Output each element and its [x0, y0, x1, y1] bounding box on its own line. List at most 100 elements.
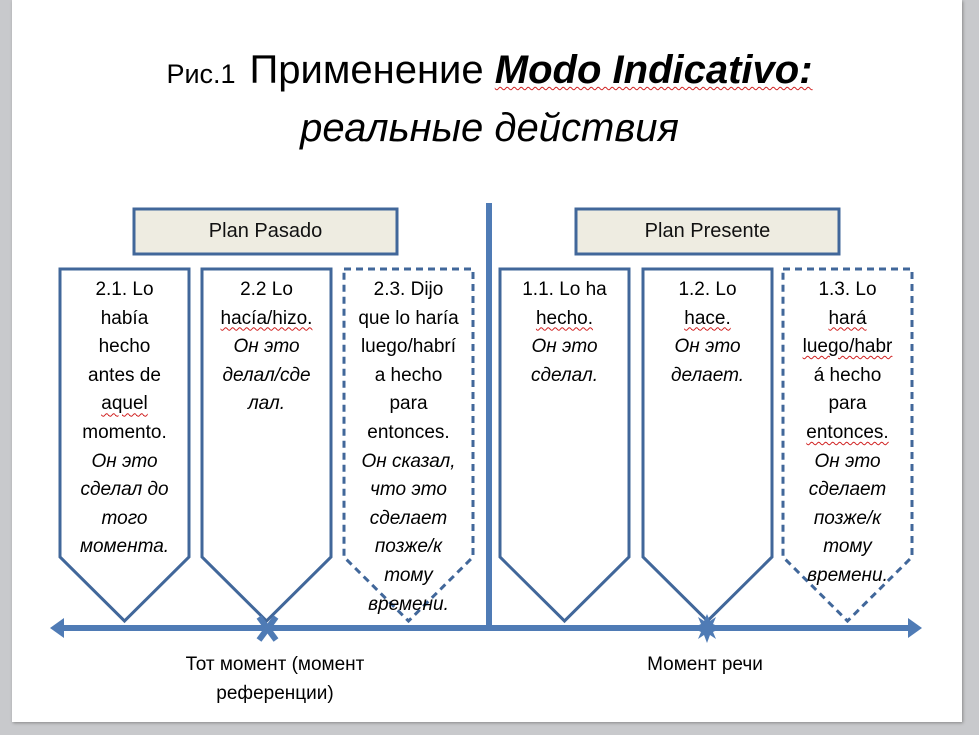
header-label: Plan Presente	[644, 220, 771, 242]
box-line-row: para	[783, 390, 912, 419]
box-line-row: Он это	[500, 333, 629, 362]
box-text-2-3: 2.3. Dijo que lo haría luego/habrí a hecho p…	[344, 276, 473, 619]
box-line: тому	[823, 536, 872, 558]
box-line: aquel	[101, 393, 148, 415]
box-line-row: luego/habrí	[344, 333, 473, 362]
box-line-row: momento.	[60, 419, 189, 448]
reference-moment-line: Тот момент (момент	[185, 654, 365, 675]
box-line-row: Он сказал,	[344, 448, 473, 477]
box-line-row: Он это	[643, 333, 772, 362]
box-line: luego/habrí	[360, 336, 457, 358]
box-line-row: 1.1. Lo ha	[500, 276, 629, 305]
box-line: времени.	[368, 593, 449, 615]
box-line-row: hecho	[60, 333, 189, 362]
box-line: Он это	[674, 336, 741, 358]
box-line-row: aquel	[60, 390, 189, 419]
arrow-box-1-2	[641, 267, 774, 624]
box-line-row: 1.2. Lo	[643, 276, 772, 305]
box-line: 2.1. Lo	[95, 279, 154, 300]
box-line: Он это	[91, 450, 158, 472]
box-line-row: времени.	[783, 562, 912, 591]
box-line-row: делает.	[643, 362, 772, 391]
box-line-row: 1.3. Lo	[783, 276, 912, 305]
arrow-box-2-1	[58, 267, 191, 624]
box-line: hecho.	[535, 307, 594, 329]
box-line: luego/habr	[802, 336, 893, 358]
box-line: Он сказал,	[361, 450, 456, 472]
box-line: 2.3. Dijo	[373, 279, 444, 300]
box-line: тому	[384, 564, 433, 586]
box-line-row: сделает	[344, 505, 473, 534]
box-line: había	[100, 307, 149, 329]
box-line: hacía/hizo.	[220, 307, 313, 329]
box-line-row: hace.	[643, 305, 772, 334]
header-plan-pasado: Plan Pasado	[134, 209, 397, 254]
box-line-row: hecho.	[500, 305, 629, 334]
box-line: a hecho	[374, 364, 443, 386]
arrow-box-2-2	[200, 267, 333, 624]
header-plan-presente: Plan Presente	[576, 209, 839, 254]
header-box-present	[574, 207, 841, 256]
box-line: времени.	[807, 564, 888, 586]
box-line-row: момента.	[60, 533, 189, 562]
box-line-row: 2.2 Lo	[202, 276, 331, 305]
slide-title: Рис.1 Применение Modo Indicativo:	[0, 48, 979, 93]
box-line: позже/к	[813, 507, 882, 529]
box-line-row: сделал до	[60, 476, 189, 505]
box-line: hecho	[98, 336, 151, 358]
box-line: позже/к	[374, 536, 443, 558]
box-line: сделал.	[530, 364, 598, 386]
box-line-row: сделает	[783, 476, 912, 505]
box-line: сделал до	[80, 479, 169, 501]
box-line: сделает	[369, 507, 448, 529]
reference-moment-label: Тот момент (момент референции)	[150, 650, 400, 708]
box-line: 2.2 Lo	[240, 279, 293, 300]
box-line-row: позже/к	[783, 505, 912, 534]
box-line-row: a hecho	[344, 362, 473, 391]
box-line: para	[389, 393, 428, 415]
box-line: entonces.	[806, 421, 889, 443]
box-line: Он это	[531, 336, 598, 358]
figure-label: Рис.1	[166, 59, 236, 89]
box-line-row: á hecho	[783, 362, 912, 391]
box-line: что это	[370, 479, 447, 501]
star-marker-icon	[693, 614, 721, 643]
box-line-row: лал.	[202, 390, 331, 419]
box-line: á hecho	[813, 364, 882, 386]
box-line-row: тому	[344, 562, 473, 591]
box-line-row: 2.1. Lo	[60, 276, 189, 305]
box-line: momento.	[82, 421, 167, 443]
box-line-row: что это	[344, 476, 473, 505]
box-line: 1.2. Lo	[678, 279, 737, 300]
box-line-row: para	[344, 390, 473, 419]
box-line: делал/сде	[222, 364, 311, 386]
arrow-box-2-3	[342, 267, 475, 624]
box-line: делает.	[671, 364, 744, 386]
box-line: лал.	[247, 393, 286, 415]
box-line-row: antes de	[60, 362, 189, 391]
box-line-row: entonces.	[783, 419, 912, 448]
box-line-row: entonces.	[344, 419, 473, 448]
box-line: que lo haría	[358, 307, 459, 329]
box-line: hace.	[684, 307, 731, 329]
box-line: antes de	[88, 364, 161, 386]
slide-subtitle: реальные действия	[300, 106, 679, 150]
box-line-row: que lo haría	[344, 305, 473, 334]
box-line: момента.	[79, 536, 170, 558]
box-line-row: hacía/hizo.	[202, 305, 331, 334]
box-text-2-1: 2.1. Lo había hecho antes de aquel momento. Он…	[60, 276, 189, 562]
arrow-box-1-1	[498, 267, 631, 624]
title-emphasis: Modo Indicativo:	[494, 48, 813, 92]
box-line-row: того	[60, 505, 189, 534]
box-line: Он это	[814, 450, 881, 472]
title-prefix: Применение	[249, 48, 484, 92]
box-line-row: Он это	[60, 448, 189, 477]
speech-moment-label: Момент речи	[647, 654, 763, 675]
timeline-axis	[50, 618, 922, 638]
box-line: 1.3. Lo	[818, 279, 877, 300]
box-line-row: Он это	[202, 333, 331, 362]
box-line-row: тому	[783, 533, 912, 562]
